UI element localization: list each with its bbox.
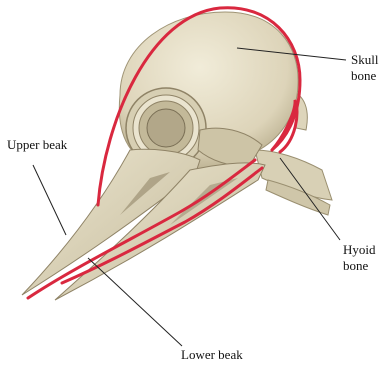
lower-beak-label: Lower beak: [181, 347, 243, 363]
skull-bone-label: Skull bone: [351, 52, 378, 84]
hyoid-bone-label: Hyoid bone: [343, 242, 376, 274]
upper-beak-leader: [33, 165, 66, 235]
upper-beak-label: Upper beak: [7, 137, 67, 153]
lower-beak-leader: [88, 258, 182, 346]
